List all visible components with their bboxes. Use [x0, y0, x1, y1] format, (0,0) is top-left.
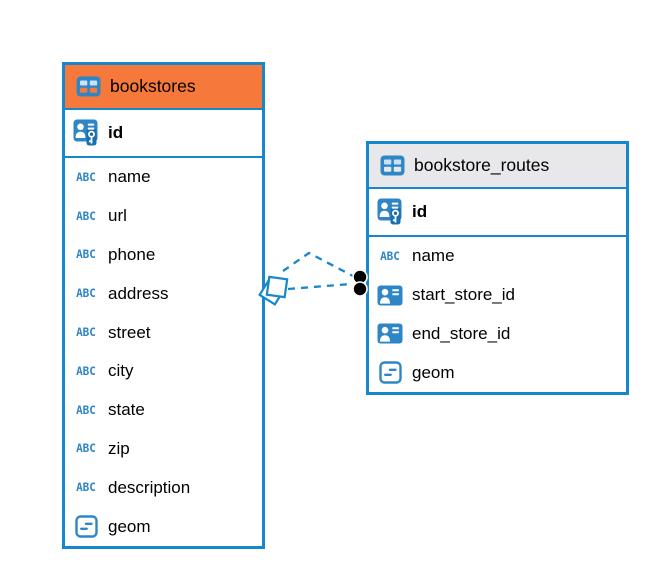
- column-type-icon-cell: ABC: [72, 364, 100, 379]
- table-icon: [76, 76, 100, 97]
- table-header-bookstores[interactable]: bookstores: [65, 65, 262, 110]
- geometry-type-icon: [378, 361, 402, 384]
- text-type-icon: ABC: [76, 403, 96, 417]
- text-type-icon: ABC: [380, 249, 400, 264]
- column-row-id[interactable]: id: [65, 110, 262, 158]
- column-type-icon-cell: ABC: [72, 248, 100, 262]
- table-title: bookstore_routes: [414, 155, 550, 175]
- column-name: id: [108, 123, 124, 142]
- column-row-name[interactable]: ABC name: [369, 237, 626, 276]
- relationship-dot-marker[interactable]: [352, 281, 368, 297]
- relationship-dot-marker[interactable]: [352, 269, 368, 285]
- column-name: geom: [412, 362, 455, 382]
- column-type-icon-cell: ABC: [72, 442, 100, 456]
- column-row-geom[interactable]: geom: [369, 353, 626, 393]
- column-row-phone[interactable]: ABC phone: [65, 235, 262, 275]
- column-name: street: [108, 322, 151, 342]
- column-name: zip: [108, 438, 130, 458]
- text-type-icon: ABC: [76, 286, 96, 301]
- column-name: start_store_id: [412, 285, 515, 305]
- column-name: id: [412, 202, 428, 221]
- column-row-geom[interactable]: geom: [65, 507, 262, 546]
- column-name: geom: [108, 516, 151, 536]
- primary-key-icon: [377, 198, 401, 225]
- column-name: phone: [108, 244, 156, 264]
- column-row-name[interactable]: ABC name: [65, 158, 262, 197]
- table-title: bookstores: [110, 76, 196, 96]
- column-type-icon-cell: [376, 198, 404, 226]
- relationship-diamond-marker[interactable]: [265, 275, 289, 299]
- column-type-icon-cell: [72, 515, 100, 538]
- column-name: url: [108, 206, 127, 226]
- relationship-line-bookstores-to-end_store_id[interactable]: [287, 282, 352, 291]
- column-row-address[interactable]: ABC address: [65, 274, 262, 314]
- text-type-icon: ABC: [76, 209, 96, 224]
- text-type-icon: ABC: [76, 170, 96, 185]
- column-row-id[interactable]: id: [369, 189, 626, 237]
- foreign-key-icon: [377, 285, 403, 306]
- text-type-icon: ABC: [76, 248, 96, 262]
- column-type-icon-cell: [376, 323, 404, 344]
- column-row-city[interactable]: ABC city: [65, 351, 262, 391]
- column-type-icon-cell: ABC: [72, 325, 100, 340]
- geometry-type-icon: [74, 515, 98, 538]
- column-row-description[interactable]: ABC description: [65, 468, 262, 508]
- text-type-icon: ABC: [76, 442, 96, 456]
- column-name: address: [108, 283, 169, 303]
- column-type-icon-cell: ABC: [72, 480, 100, 495]
- column-name: city: [108, 361, 134, 381]
- table-header-bookstore-routes[interactable]: bookstore_routes: [369, 144, 626, 189]
- column-type-icon-cell: [376, 285, 404, 306]
- column-type-icon-cell: ABC: [376, 249, 404, 264]
- column-row-zip[interactable]: ABC zip: [65, 429, 262, 469]
- column-name: end_store_id: [412, 323, 511, 343]
- column-row-url[interactable]: ABC url: [65, 196, 262, 236]
- column-row-end_store_id[interactable]: end_store_id: [369, 314, 626, 354]
- column-name: name: [412, 246, 455, 266]
- column-row-street[interactable]: ABC street: [65, 313, 262, 352]
- column-name: name: [108, 167, 151, 187]
- relationship-line-bookstores-to-start_store_id[interactable]: [282, 251, 354, 278]
- text-type-icon: ABC: [76, 364, 96, 379]
- column-type-icon-cell: ABC: [72, 170, 100, 185]
- text-type-icon: ABC: [76, 480, 96, 495]
- foreign-key-icon: [377, 323, 403, 344]
- primary-key-icon: [73, 119, 97, 146]
- column-type-icon-cell: ABC: [72, 209, 100, 224]
- column-name: state: [108, 400, 145, 420]
- column-type-icon-cell: [72, 119, 100, 147]
- column-type-icon-cell: ABC: [72, 403, 100, 417]
- column-row-state[interactable]: ABC state: [65, 390, 262, 430]
- column-type-icon-cell: ABC: [72, 286, 100, 301]
- column-type-icon-cell: [376, 361, 404, 384]
- text-type-icon: ABC: [76, 325, 96, 340]
- column-name: description: [108, 477, 191, 497]
- table-icon: [380, 155, 404, 176]
- column-row-start_store_id[interactable]: start_store_id: [369, 275, 626, 315]
